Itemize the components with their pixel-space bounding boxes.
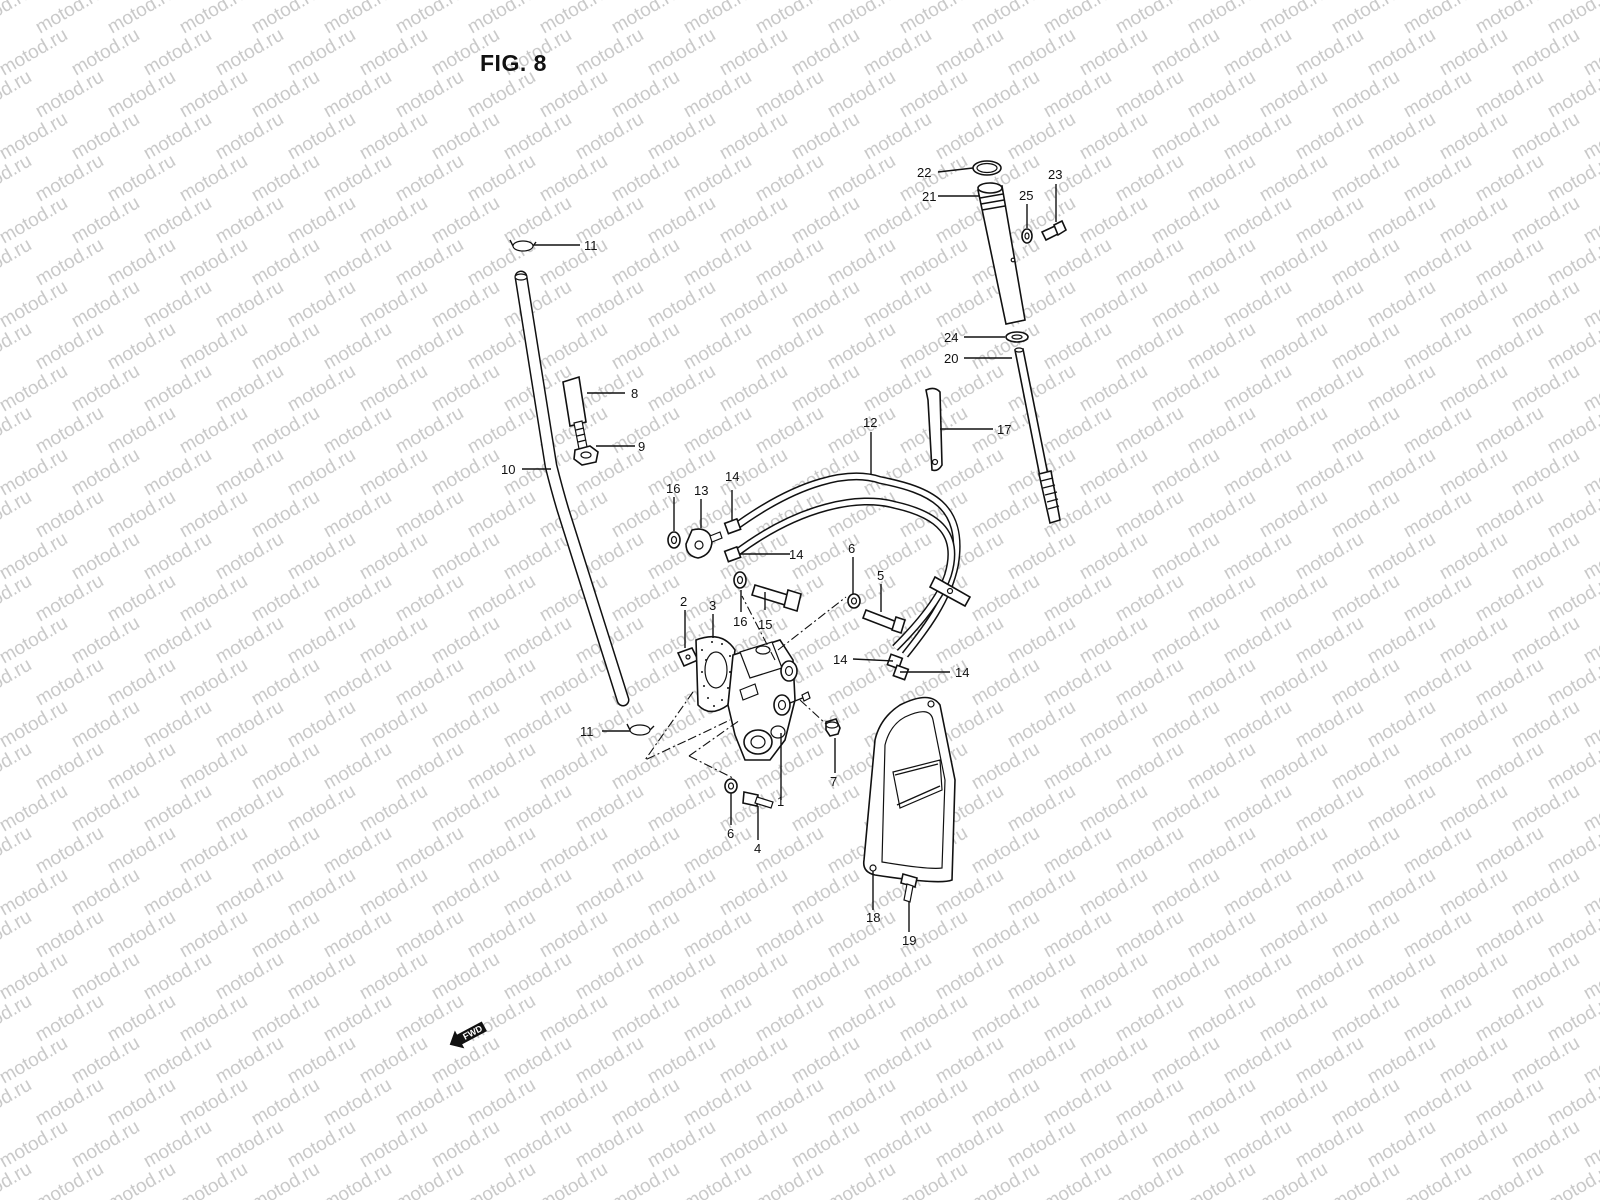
oil-lines-part <box>732 472 972 658</box>
plate-part <box>676 647 700 668</box>
washer-flat-part <box>1005 331 1029 343</box>
callout-6-lower: 6 <box>727 826 734 841</box>
callout-18: 18 <box>866 910 880 925</box>
plug-part <box>825 718 841 737</box>
callout-19: 19 <box>902 933 916 948</box>
line-fitting-lower-part <box>723 545 742 563</box>
callout-20: 20 <box>944 351 958 366</box>
stud-bolt-part <box>562 375 589 455</box>
callout-14-upper: 14 <box>725 469 739 484</box>
callout-5: 5 <box>877 568 884 583</box>
o-ring-part <box>972 160 1002 176</box>
callout-8: 8 <box>631 386 638 401</box>
oil-pump-body-part <box>727 639 811 761</box>
gasket-part <box>695 635 736 713</box>
callout-15: 15 <box>758 617 772 632</box>
cover-screw-part <box>900 872 918 903</box>
callout-25: 25 <box>1019 188 1033 203</box>
callout-14-right: 14 <box>955 665 969 680</box>
bolt-upper-part <box>861 608 906 635</box>
callout-4: 4 <box>754 841 761 856</box>
bolt-lower-part <box>742 791 774 809</box>
banjo-fitting-part <box>685 528 723 559</box>
washer-small-part <box>1021 228 1033 244</box>
callout-13: 13 <box>694 483 708 498</box>
washer-lower-part <box>724 778 738 794</box>
callout-1: 1 <box>777 794 784 809</box>
callout-16-upper: 16 <box>666 481 680 496</box>
pump-cover-part <box>862 696 956 883</box>
line-fitting-upper-part <box>723 517 742 535</box>
screw-small-part <box>1040 219 1068 242</box>
hose-clip-top-part <box>509 239 537 252</box>
callout-24: 24 <box>944 330 958 345</box>
callout-12: 12 <box>863 415 877 430</box>
forward-direction-marker: FWD <box>449 1021 487 1049</box>
shaft-housing-part <box>977 182 1026 325</box>
oil-hose-part <box>514 270 630 707</box>
callout-17: 17 <box>997 422 1011 437</box>
nut-part <box>573 445 599 466</box>
callout-21: 21 <box>922 189 936 204</box>
callout-3: 3 <box>709 598 716 613</box>
banjo-washer-part <box>667 531 681 549</box>
callout-14-left: 14 <box>833 652 847 667</box>
callout-14-lower: 14 <box>789 547 803 562</box>
alignment-lines <box>643 595 847 779</box>
leader-lines <box>522 167 1057 932</box>
figure-title: FIG. 8 <box>480 50 547 76</box>
callout-22: 22 <box>917 165 931 180</box>
banjo-bolt-part <box>751 584 802 613</box>
callout-9: 9 <box>638 439 645 454</box>
callout-7: 7 <box>830 774 837 789</box>
drive-shaft-part <box>1014 347 1061 525</box>
banjo-bolt-washer-part <box>733 571 747 589</box>
callout-2: 2 <box>680 594 687 609</box>
hose-clip-bottom-part <box>626 723 655 736</box>
callout-11-bottom: 11 <box>580 724 594 739</box>
callout-16-lower: 16 <box>733 614 747 629</box>
callout-6-upper: 6 <box>848 541 855 556</box>
callout-labels: 22 21 25 23 11 24 20 8 12 17 9 10 16 13 … <box>501 165 1062 948</box>
callout-11-top: 11 <box>584 238 598 253</box>
washer-upper-part <box>847 593 861 609</box>
callout-10: 10 <box>501 462 515 477</box>
bracket-part <box>925 387 943 472</box>
callout-23: 23 <box>1048 167 1062 182</box>
